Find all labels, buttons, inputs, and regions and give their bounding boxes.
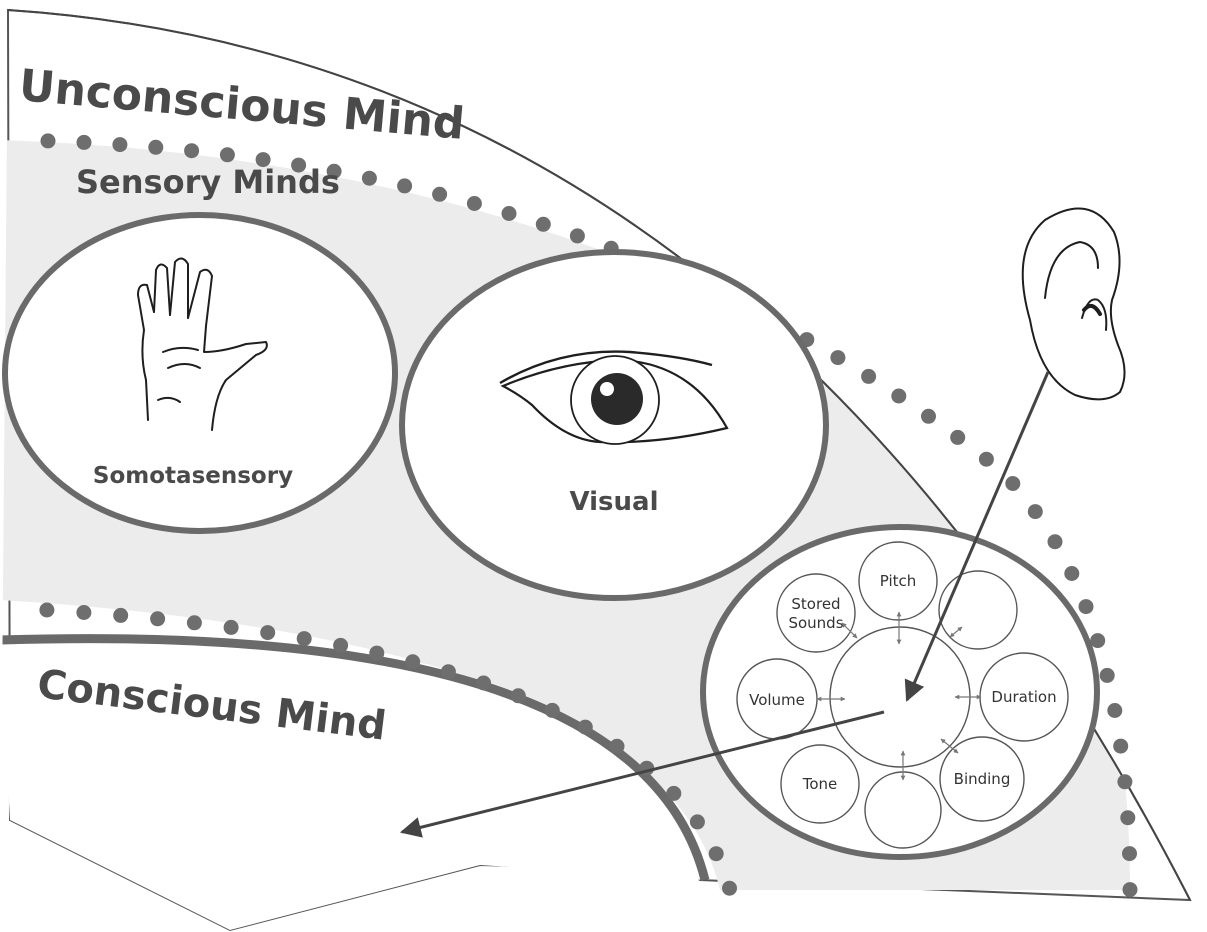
inner-boundary-dot	[577, 719, 593, 735]
pitch-node: Pitch	[858, 541, 938, 621]
inner-boundary-dot	[689, 814, 705, 830]
eye-icon	[499, 350, 729, 445]
outer-boundary-dot	[361, 170, 377, 186]
outer-boundary-dot	[1122, 882, 1138, 898]
sensory-minds-label: Sensory Minds	[76, 163, 340, 201]
ear-to-auditory-arrow	[904, 371, 1050, 702]
auditory-to-conscious-arrow	[399, 710, 885, 838]
conscious-boundary	[0, 634, 710, 882]
volume-label: Volume	[749, 691, 805, 709]
outer-boundary-dot	[921, 408, 936, 424]
inner-boundary-dot	[39, 602, 55, 618]
stored-sounds-node: Stored Sounds	[776, 573, 856, 653]
empty-node-top	[938, 570, 1018, 650]
duration-label: Duration	[991, 688, 1056, 706]
binding-label: Binding	[954, 770, 1011, 788]
outer-boundary-dot	[1078, 599, 1094, 615]
inner-boundary-dot	[476, 675, 492, 691]
outer-boundary-dot	[148, 139, 164, 155]
outer-boundary-dot	[184, 143, 200, 159]
inner-boundary-dot	[510, 688, 526, 704]
conscious-region	[0, 638, 705, 930]
outer-boundary-dot	[861, 368, 877, 384]
outer-boundary-dot	[830, 350, 846, 366]
outer-boundary-dot	[1090, 633, 1106, 649]
outer-boundary-dot	[950, 429, 966, 445]
outer-boundary-dot	[1117, 774, 1133, 790]
ear-icon	[1021, 207, 1126, 401]
outer-boundary-dot	[535, 216, 551, 232]
outer-boundary-dot	[1107, 703, 1123, 718]
empty-node-bottom	[864, 771, 942, 849]
inner-boundary-dot	[333, 637, 349, 653]
inner-boundary-dot	[544, 702, 560, 718]
inner-boundary-dot	[186, 615, 202, 631]
outer-boundary-dot	[291, 157, 307, 173]
outer-boundary-dot	[978, 451, 994, 467]
inner-boundary-dot	[223, 619, 239, 635]
tone-node: Tone	[780, 744, 860, 824]
binding-node: Binding	[939, 736, 1025, 822]
outer-boundary-dot	[326, 163, 342, 179]
inner-boundary-dot	[369, 645, 385, 661]
outer-boundary-dot	[891, 388, 907, 404]
inner-boundary-dot	[113, 607, 129, 623]
volume-node: Volume	[736, 658, 818, 740]
somatosensory-label: Somotasensory	[93, 463, 293, 489]
duration-node: Duration	[979, 652, 1069, 742]
somatosensory-ellipse	[2, 212, 398, 534]
outer-boundary-dot	[1005, 476, 1021, 491]
outer-boundary-dot	[569, 228, 585, 244]
outer-boundary-dot	[255, 152, 271, 168]
outer-boundary-dot	[219, 147, 235, 163]
inner-boundary-dot	[260, 625, 276, 641]
outer-boundary-dot	[397, 178, 413, 194]
outer-boundary-dot	[1122, 846, 1137, 862]
outer-boundary-dot	[1064, 566, 1080, 581]
sensory-inner-dotted-boundary	[39, 602, 737, 896]
outer-boundary-dot	[76, 134, 92, 150]
inner-boundary-dot	[722, 880, 737, 896]
outer-boundary-dot	[432, 186, 448, 202]
visual-label: Visual	[569, 487, 658, 517]
inner-boundary-dot	[150, 611, 166, 627]
inner-boundary-dot	[609, 738, 625, 754]
outer-boundary-dot	[40, 133, 56, 149]
outer-boundary-dot	[1113, 738, 1129, 754]
hand-icon	[137, 257, 268, 431]
outer-boundary-dot	[112, 137, 128, 153]
sounds-label: Sounds	[788, 614, 843, 632]
inner-boundary-dot	[296, 631, 312, 647]
outer-boundary-dot	[466, 196, 482, 211]
inner-boundary-dot	[440, 664, 456, 680]
inner-boundary-dot	[76, 605, 92, 620]
node-connectors	[816, 611, 982, 781]
outer-boundary-dot	[1099, 667, 1115, 683]
outer-boundary-dot	[501, 206, 517, 221]
inner-boundary-dot	[405, 654, 421, 670]
outer-boundary-dot	[1027, 504, 1043, 520]
tone-label: Tone	[802, 775, 838, 793]
inner-boundary-dot	[666, 785, 682, 801]
outer-boundary-dot	[1120, 810, 1136, 826]
pitch-label: Pitch	[880, 572, 917, 590]
inner-boundary-dot	[708, 846, 724, 862]
outer-boundary-dot	[1047, 534, 1063, 550]
stored-label: Stored	[791, 595, 840, 613]
